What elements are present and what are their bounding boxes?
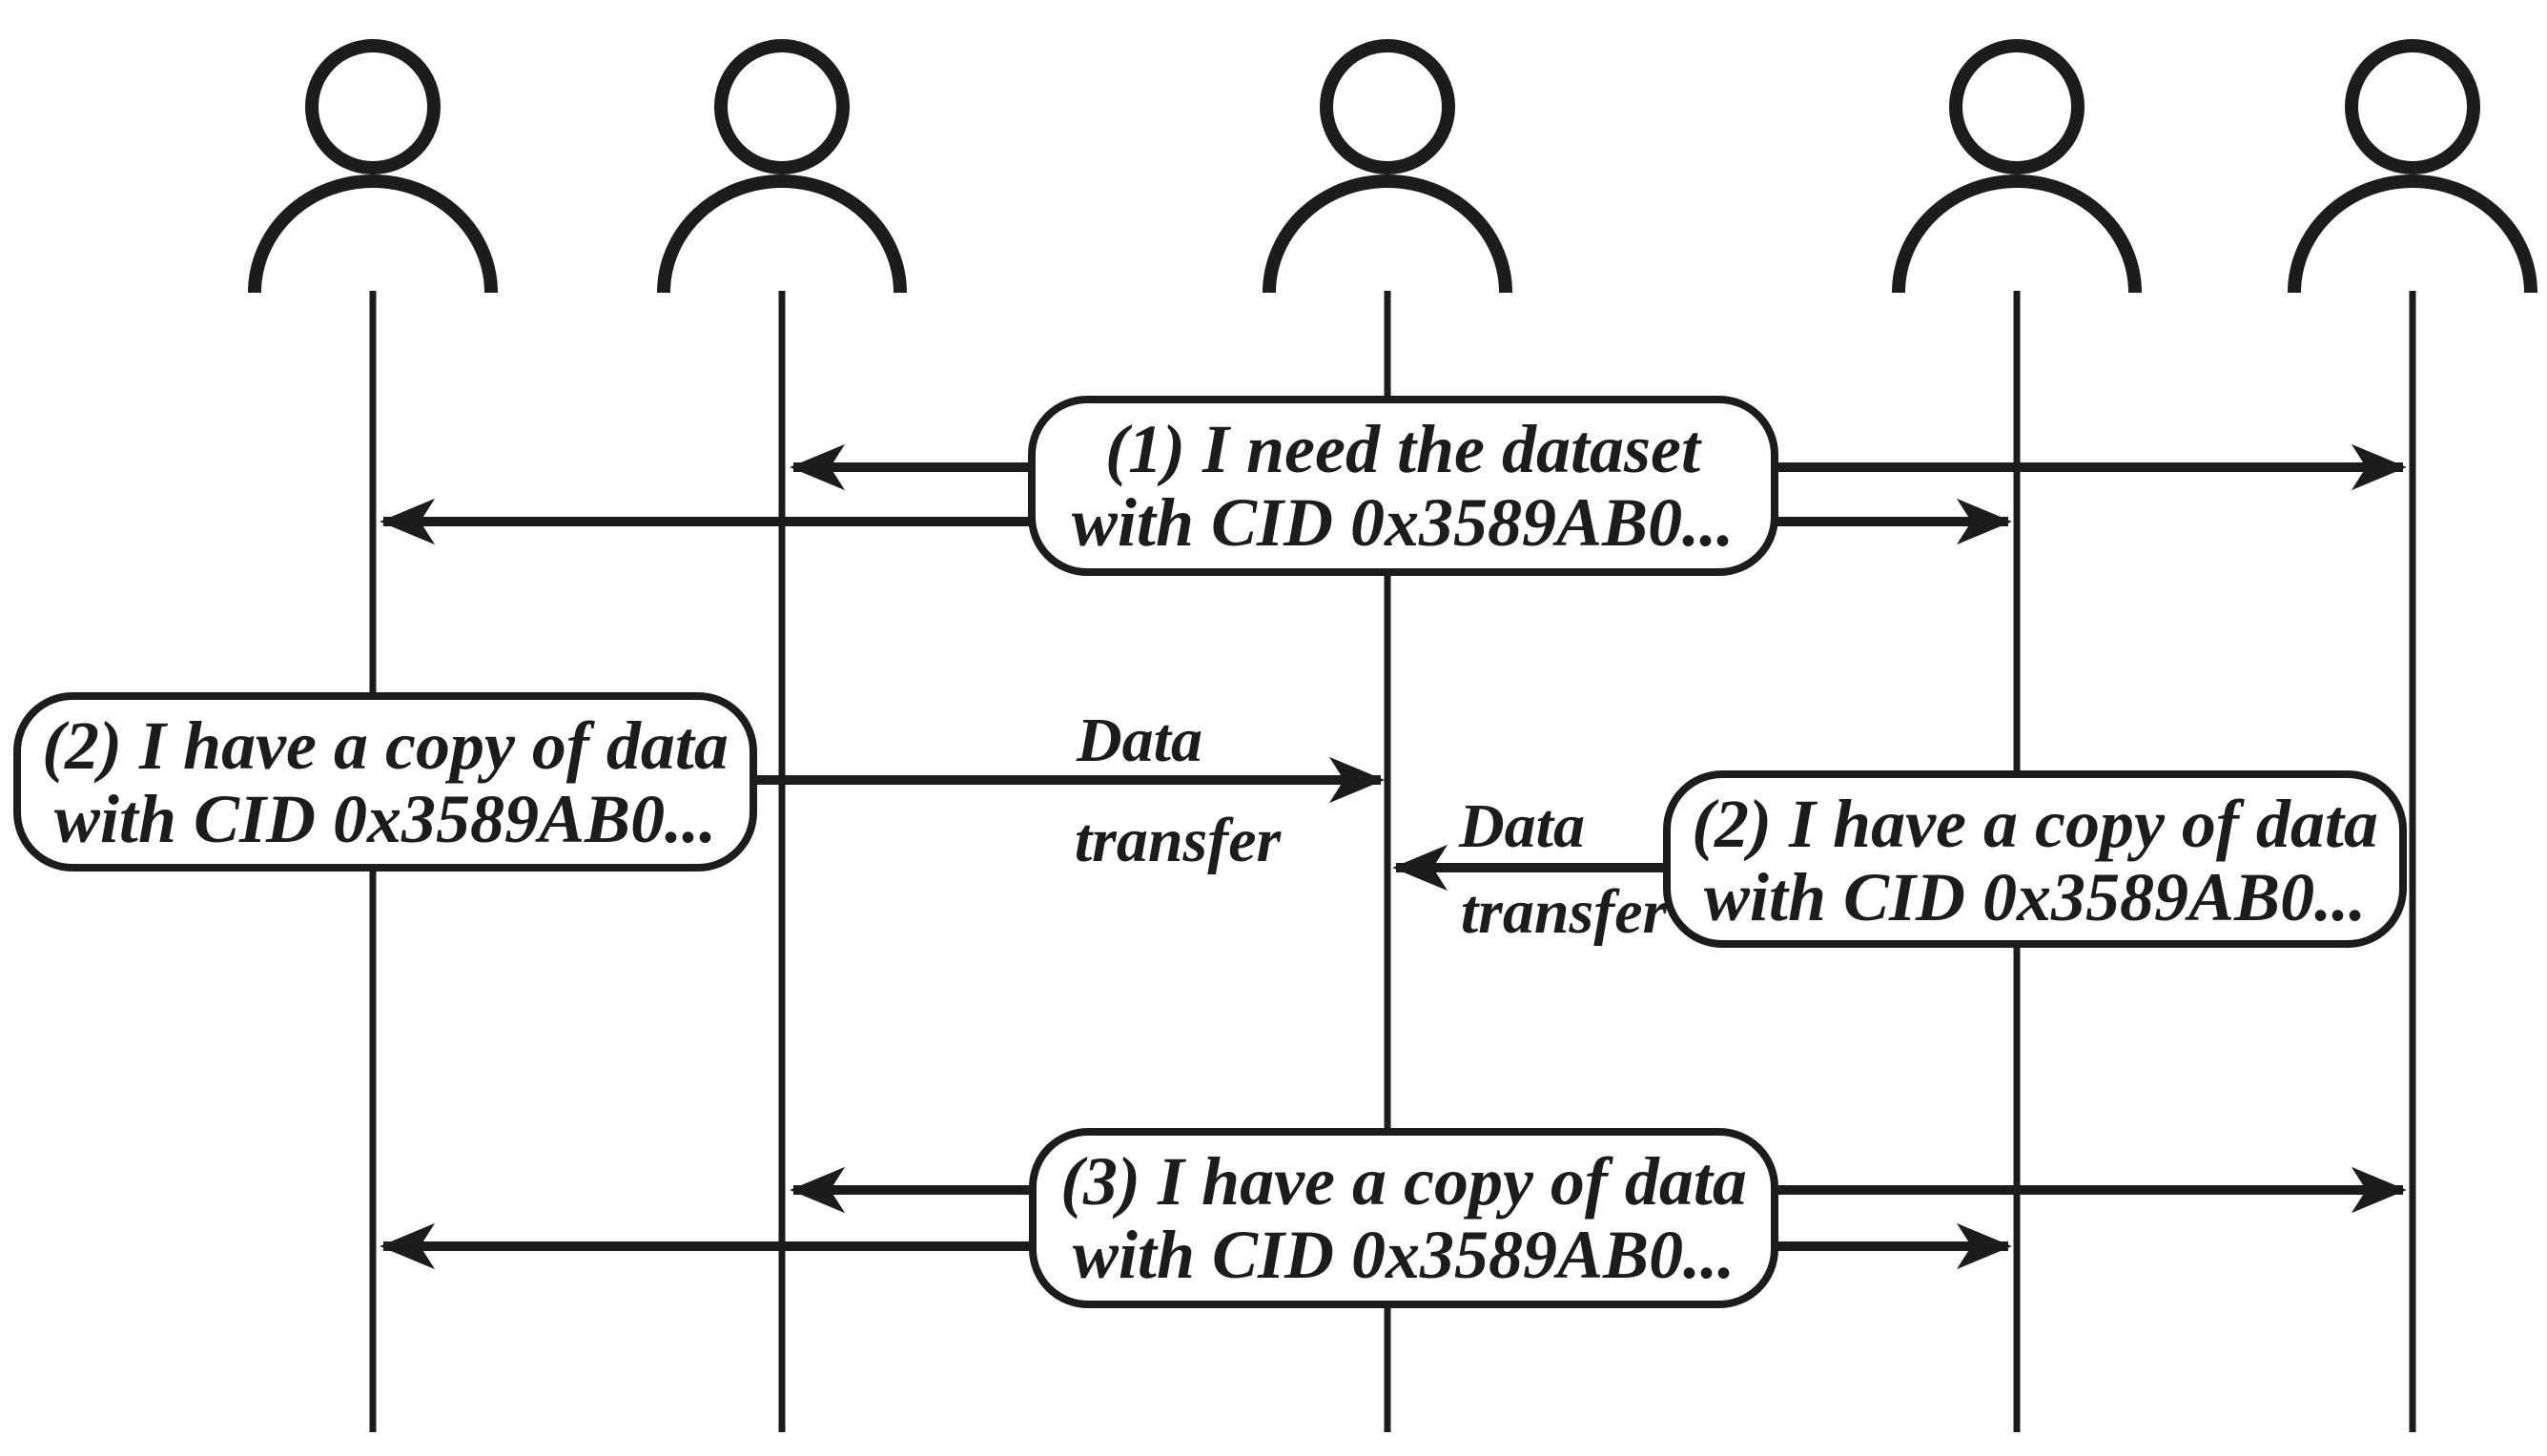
transfer-left-label-line2: transfer [1075, 806, 1283, 875]
reply-left-bubble-line1: (2) I have a copy of data [42, 707, 729, 784]
person-icon [657, 39, 907, 294]
arrows [380, 443, 2407, 1270]
transfer-right-label-line1: Data [1458, 791, 1585, 861]
person-icon [248, 39, 498, 294]
transfer-right-label-line2: transfer [1461, 877, 1669, 947]
reply-left-bubble-line2: with CID 0x3589AB0... [54, 781, 716, 857]
request-bubble-line1: (1) I need the dataset [1105, 411, 1702, 487]
announce-bubble: (3) I have a copy of data with CID 0x358… [1029, 1128, 1778, 1308]
person-icon [2288, 39, 2537, 294]
transfer-labels: Data transfer Data transfer [1075, 706, 1669, 947]
reply-left-bubble: (2) I have a copy of data with CID 0x358… [13, 692, 757, 872]
request-bubble: (1) I need the dataset with CID 0x3589AB… [1028, 396, 1778, 576]
bubbles: (1) I need the dataset with CID 0x3589AB… [13, 396, 2407, 1308]
reply-right-bubble: (2) I have a copy of data with CID 0x358… [1663, 770, 2407, 948]
reply-right-bubble-line2: with CID 0x3589AB0... [1704, 859, 2366, 935]
person-icon [1892, 39, 2142, 294]
announce-bubble-line1: (3) I have a copy of data [1060, 1143, 1747, 1220]
person-icon [1263, 39, 1512, 294]
announce-bubble-line2: with CID 0x3589AB0... [1073, 1217, 1735, 1293]
reply-right-bubble-line1: (2) I have a copy of data [1692, 786, 2378, 862]
actors [248, 39, 2537, 294]
request-bubble-line2: with CID 0x3589AB0... [1072, 484, 1734, 561]
transfer-left-label-line1: Data [1076, 706, 1202, 775]
